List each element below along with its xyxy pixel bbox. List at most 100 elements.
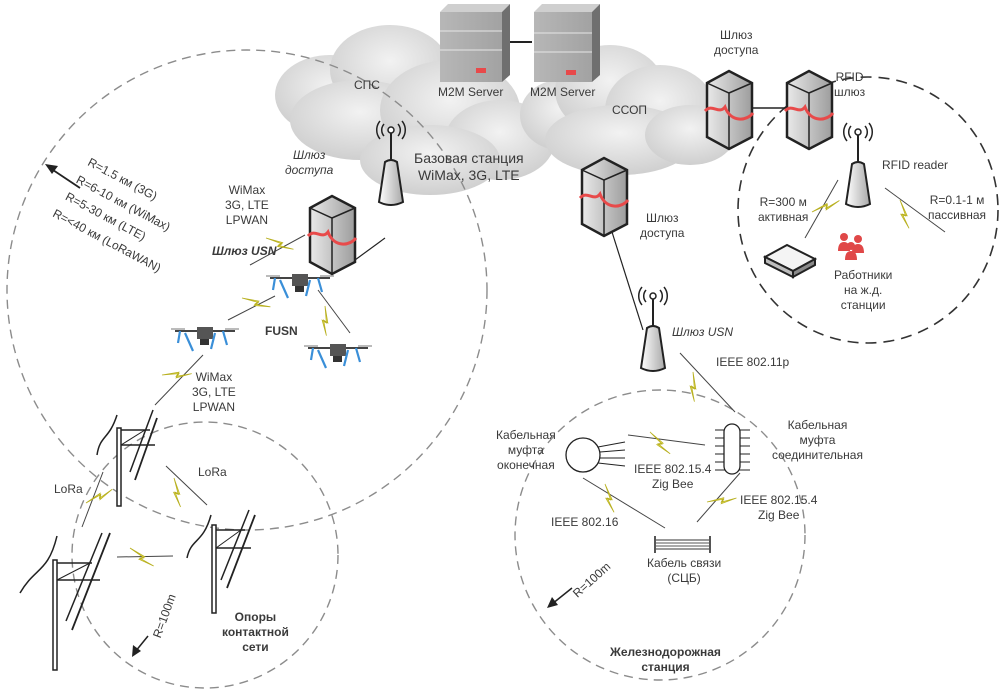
cloud-sps-label: СПС [354, 78, 380, 92]
end-coupling-line3: оконечная [497, 458, 555, 472]
station-title-line1: Железнодорожная [610, 645, 721, 659]
fusn-tech-line1: WiMax [195, 370, 233, 384]
radius-arrow-station [547, 587, 573, 608]
poles-title-line2: контактной [222, 625, 289, 639]
drone-right-icon [304, 344, 372, 369]
left-access-gateway-icon [306, 194, 358, 276]
workers-icon [838, 233, 864, 260]
workers-line2: на ж.д. [844, 283, 883, 297]
gateway-to-antenna-link [354, 237, 386, 261]
workers-line1: Работники [834, 268, 893, 282]
coverage-circle-station [514, 389, 806, 681]
joint-coupling-line3: соединительная [772, 448, 863, 462]
wireless-link-poles-bottom [116, 545, 174, 569]
m2m-server-2-icon [534, 4, 600, 82]
signal-cable-line2: (СЦБ) [667, 571, 701, 585]
base-station-antenna-icon [376, 120, 406, 206]
coverage-circle-base-station [6, 49, 488, 531]
end-cable-coupling-icon [565, 437, 626, 473]
rfid-gateway-label: RFID шлюз [834, 70, 865, 100]
top-access-gateway-line2: доступа [714, 43, 759, 57]
rfid-active-line2: активная [758, 210, 809, 224]
fusn-tech-line3: LPWAN [192, 400, 236, 414]
zigbee-1-line1: IEEE 802.15.4 [634, 462, 712, 476]
poles-title-line1: Опоры [234, 610, 277, 624]
lora-left-label: LoRa [54, 482, 83, 496]
ieee-80216-label: IEEE 802.16 [551, 515, 619, 529]
left-access-gateway-line2: доступа [285, 163, 334, 177]
rfid-active-label: R=300 м активная [758, 195, 808, 225]
wireless-link-zigbee-1 [627, 431, 706, 455]
joint-cable-coupling-icon [715, 423, 750, 475]
left-access-gateway-label: Шлюз доступа [285, 148, 333, 178]
joint-coupling-line2: муфта [799, 433, 836, 447]
catenary-pole-top-icon [96, 409, 158, 507]
end-coupling-line1: Кабельная [496, 428, 556, 442]
cloud-ssop-label: ССОП [612, 103, 648, 117]
rfid-gateway-line1: RFID [835, 70, 864, 84]
rfid-gateway-icon [783, 69, 835, 151]
left-access-gateway-line1: Шлюз [292, 148, 326, 162]
top-access-gateway-label: Шлюз доступа [714, 28, 758, 58]
radius-arrow-base-station [45, 164, 81, 189]
base-station-label: Базовая станция WiMax, 3G, LTE [414, 150, 524, 184]
usn-gateway-label: Шлюз USN [212, 244, 277, 258]
gateway-to-usn-link [611, 231, 644, 331]
joint-coupling-line1: Кабельная [787, 418, 848, 432]
zigbee-1-label: IEEE 802.15.4 Zig Bee [634, 462, 711, 492]
poles-title-line3: сети [242, 640, 269, 654]
middle-access-gateway-line2: доступа [640, 226, 685, 240]
left-gateway-tech-label: WiMax 3G, LTE LPWAN [225, 183, 269, 228]
rfid-gateway-line2: шлюз [834, 85, 866, 99]
station-title: Железнодорожная станция [610, 645, 721, 675]
rfid-passive-line1: R=0.1-1 м [929, 193, 985, 207]
top-access-gateway-icon [703, 69, 755, 151]
signal-cable-icon [654, 536, 711, 553]
base-station-line1: Базовая станция [414, 150, 524, 166]
workers-label: Работники на ж.д. станции [834, 268, 892, 313]
left-gateway-tech-line3: LPWAN [225, 213, 269, 227]
wireless-link-lora-right [162, 465, 208, 508]
ieee-80211p-label: IEEE 802.11p [716, 355, 790, 369]
coverage-circle-rfid [737, 76, 999, 344]
lora-right-label: LoRa [198, 465, 227, 479]
wireless-link-rfid-passive [884, 187, 946, 233]
signal-cable-line1: Кабель связи [647, 556, 722, 570]
drone-left-icon [171, 327, 239, 352]
left-gateway-tech-line1: WiMax [228, 183, 266, 197]
fusn-label: FUSN [265, 324, 298, 338]
zigbee-2-label: IEEE 802.15.4 Zig Bee [740, 493, 817, 523]
m2m-server-1-label: M2M Server [438, 85, 504, 99]
rfid-active-tag-icon [762, 243, 818, 279]
fusn-tech-label: WiMax 3G, LTE LPWAN [192, 370, 236, 415]
end-coupling-label: Кабельная муфта оконечная [496, 428, 556, 473]
rfid-passive-line2: пассивная [928, 208, 987, 222]
usn-gateway-antenna-icon [638, 286, 668, 372]
zigbee-2-line1: IEEE 802.15.4 [740, 493, 818, 507]
rfid-reader-label: RFID reader [882, 158, 949, 172]
end-coupling-line2: муфта [507, 443, 544, 457]
base-station-line2: WiMax, 3G, LTE [417, 167, 520, 183]
wireless-link-gateway-usn [249, 230, 306, 266]
catenary-pole-right-icon [186, 509, 256, 614]
radius-arrow-poles [132, 635, 149, 657]
middle-usn-gateway-label: Шлюз USN [672, 325, 734, 339]
wireless-link-rfid-active [804, 179, 840, 239]
drone-top-icon [266, 274, 334, 299]
zigbee-2-line2: Zig Bee [758, 508, 800, 522]
station-title-line2: станция [641, 660, 690, 674]
wireless-link-ieee80216 [582, 477, 666, 529]
workers-line3: станции [840, 298, 886, 312]
top-access-gateway-line1: Шлюз [719, 28, 753, 42]
cloud-sps [275, 25, 555, 195]
joint-coupling-label: Кабельная муфта соединительная [772, 418, 863, 463]
wireless-link-drones-top-right [310, 289, 351, 337]
rfid-reader-antenna-icon [843, 122, 873, 208]
wireless-link-lora-left [81, 471, 113, 528]
catenary-pole-left-icon [19, 532, 111, 671]
poles-title: Опоры контактной сети [222, 610, 289, 655]
middle-access-gateway-line1: Шлюз [645, 211, 679, 225]
coverage-circle-poles [71, 421, 339, 689]
signal-cable-label: Кабель связи (СЦБ) [647, 556, 721, 586]
